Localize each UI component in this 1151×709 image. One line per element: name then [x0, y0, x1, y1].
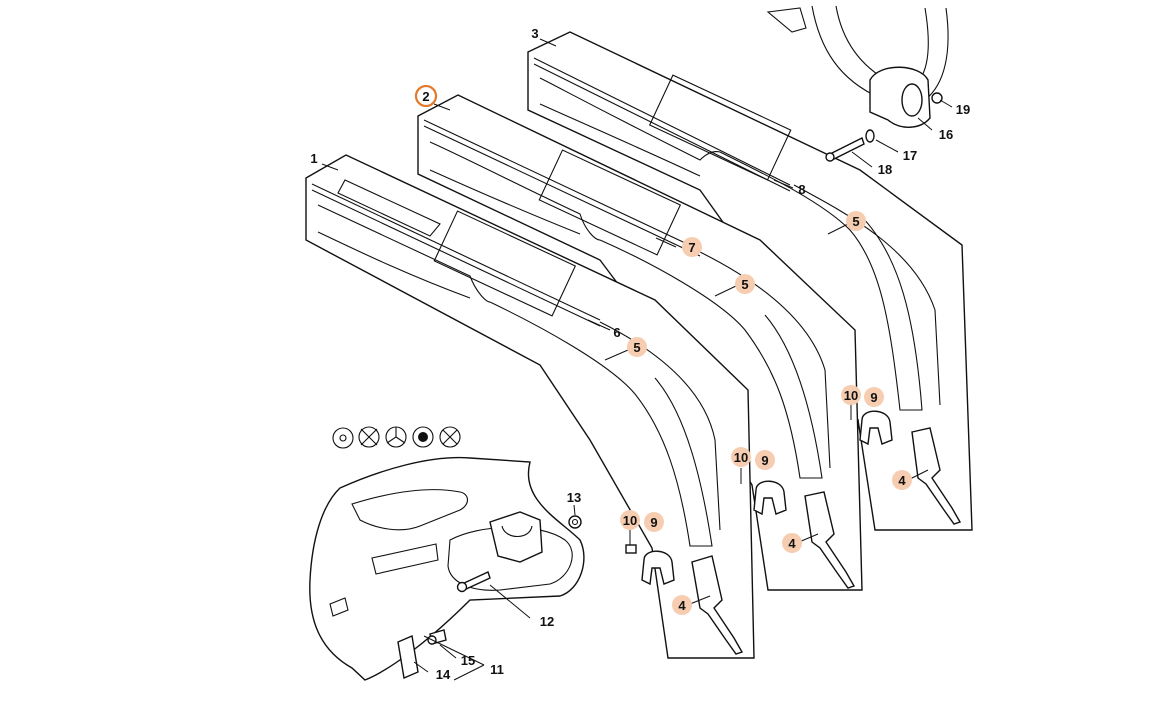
callout-6[interactable]: 6 [613, 325, 620, 340]
callout-10[interactable]: 10 [620, 510, 640, 530]
blade-symbol-icon [332, 427, 354, 449]
svg-text:5: 5 [633, 340, 640, 355]
callout-14[interactable]: 14 [436, 667, 451, 682]
callout-10[interactable]: 10 [731, 447, 751, 467]
screw-18[interactable] [825, 137, 865, 162]
washer-17[interactable] [865, 129, 875, 143]
screw-12[interactable] [456, 571, 491, 593]
svg-text:2: 2 [422, 89, 429, 104]
callout-2[interactable]: 2 [414, 84, 438, 108]
guard-mount-clamp[interactable] [489, 511, 543, 563]
three-tooth-blade-icon [385, 426, 407, 448]
svg-text:3: 3 [531, 26, 538, 41]
callout-8[interactable]: 8 [798, 182, 805, 197]
callout-12[interactable]: 12 [540, 614, 554, 629]
nut-19[interactable] [931, 92, 943, 104]
svg-text:9: 9 [870, 390, 877, 405]
svg-text:1: 1 [310, 151, 317, 166]
svg-text:9: 9 [650, 515, 657, 530]
callouts: 1 2 3 4 4 4 5 5 5 6 7 8 9 9 9 10 10 10 1… [310, 26, 970, 682]
leader-lines [321, 38, 953, 681]
svg-text:11: 11 [490, 662, 504, 677]
svg-text:16: 16 [939, 127, 953, 142]
svg-text:10: 10 [844, 388, 858, 403]
callout-13[interactable]: 13 [567, 490, 581, 505]
svg-text:6: 6 [613, 325, 620, 340]
connector-4b[interactable] [804, 491, 856, 589]
callout-5[interactable]: 5 [846, 211, 866, 231]
callout-7[interactable]: 7 [682, 237, 702, 257]
connector-4a[interactable] [691, 555, 744, 655]
svg-text:7: 7 [688, 240, 695, 255]
callout-5[interactable]: 5 [735, 274, 755, 294]
grass-blade-icon [412, 426, 434, 448]
callout-19[interactable]: 19 [956, 102, 970, 117]
callout-17[interactable]: 17 [903, 148, 917, 163]
svg-text:9: 9 [761, 453, 768, 468]
callout-4[interactable]: 4 [782, 533, 802, 553]
drive-tube-assembly-3[interactable] [527, 31, 973, 531]
callout-18[interactable]: 18 [878, 162, 892, 177]
callout-9[interactable]: 9 [644, 512, 664, 532]
svg-text:5: 5 [741, 277, 748, 292]
svg-text:4: 4 [788, 536, 796, 551]
svg-text:10: 10 [623, 513, 637, 528]
svg-text:4: 4 [678, 598, 686, 613]
svg-text:15: 15 [461, 653, 475, 668]
svg-text:13: 13 [567, 490, 581, 505]
callout-3[interactable]: 3 [531, 26, 538, 41]
blade-symbols [332, 426, 461, 449]
callout-16[interactable]: 16 [939, 127, 953, 142]
callout-10[interactable]: 10 [841, 385, 861, 405]
callout-15[interactable]: 15 [461, 653, 475, 668]
drive-tube-assembly-2[interactable] [417, 94, 863, 591]
callout-4[interactable]: 4 [672, 595, 692, 615]
svg-text:17: 17 [903, 148, 917, 163]
brush-knife-icon [358, 426, 380, 448]
plate-14[interactable] [397, 635, 419, 679]
svg-text:8: 8 [798, 182, 805, 197]
svg-text:14: 14 [436, 667, 451, 682]
svg-text:19: 19 [956, 102, 970, 117]
svg-text:4: 4 [898, 473, 906, 488]
callout-4[interactable]: 4 [892, 470, 912, 490]
eight-tooth-blade-icon [439, 426, 461, 448]
svg-text:5: 5 [852, 214, 859, 229]
handle-clamp-16[interactable] [869, 66, 931, 128]
callout-9[interactable]: 9 [864, 387, 884, 407]
callout-1[interactable]: 1 [310, 151, 317, 166]
nut-13[interactable] [568, 515, 582, 529]
callout-5[interactable]: 5 [627, 337, 647, 357]
svg-text:10: 10 [734, 450, 748, 465]
svg-text:18: 18 [878, 162, 892, 177]
callout-9[interactable]: 9 [755, 450, 775, 470]
clamp-1[interactable] [625, 544, 675, 586]
svg-text:12: 12 [540, 614, 554, 629]
callout-11[interactable]: 11 [490, 662, 504, 677]
connector-4c[interactable] [911, 427, 962, 525]
drive-tube-assembly-1[interactable] [305, 154, 755, 659]
